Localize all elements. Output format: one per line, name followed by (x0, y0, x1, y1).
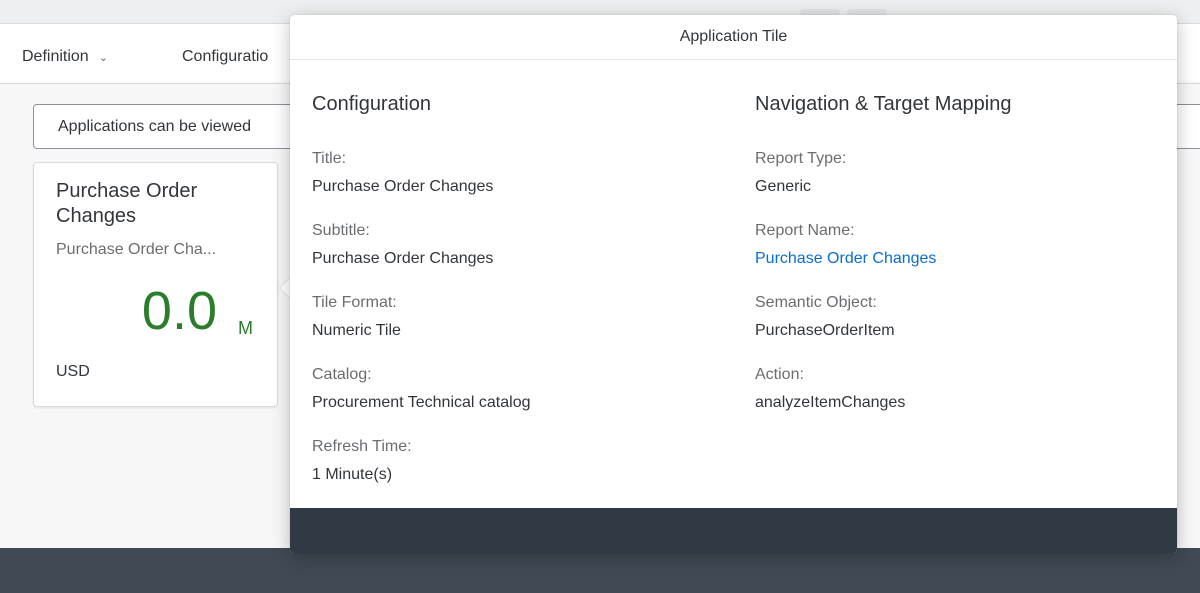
field-value-title: Purchase Order Changes (312, 178, 494, 195)
field-label-tile-format: Tile Format: (312, 294, 397, 311)
popover-header: Application Tile (290, 15, 1177, 60)
field-value-subtitle: Purchase Order Changes (312, 250, 494, 267)
tile-title: Purchase Order Changes (56, 180, 198, 227)
field-value-report-type: Generic (755, 178, 812, 195)
chevron-down-icon: ⌄ (98, 51, 108, 64)
info-message-text: Applications can be viewed (58, 118, 252, 135)
field-label-title: Title: (312, 150, 347, 167)
section-title-navigation: Navigation & Target Mapping (755, 93, 1012, 115)
field-value-refresh-time: 1 Minute(s) (312, 466, 393, 483)
field-label-refresh-time: Refresh Time: (312, 438, 412, 455)
tab-label: Configuratio (182, 48, 269, 65)
section-title-configuration: Configuration (312, 93, 431, 115)
field-label-subtitle: Subtitle: (312, 222, 370, 239)
field-value-catalog: Procurement Technical catalog (312, 394, 531, 411)
tab-configuration[interactable]: Configuratio (182, 48, 268, 66)
field-label-report-type: Report Type: (755, 150, 847, 167)
tab-label: Definition (22, 48, 89, 65)
application-tile[interactable]: Purchase Order Changes Purchase Order Ch… (33, 162, 278, 407)
field-value-tile-format: Numeric Tile (312, 322, 401, 339)
footer-bar (0, 548, 1200, 593)
popover-footer (290, 508, 1177, 553)
tile-kpi-value: 0.0 (141, 281, 217, 341)
tile-subtitle: Purchase Order Cha... (56, 241, 217, 258)
application-tile-popover: Application Tile Configuration Title: Pu… (290, 15, 1177, 553)
field-label-semantic-object: Semantic Object: (755, 294, 877, 311)
field-label-catalog: Catalog: (312, 366, 372, 383)
report-name-link[interactable]: Purchase Order Changes (755, 250, 937, 267)
field-label-report-name: Report Name: (755, 222, 855, 239)
field-value-action: analyzeItemChanges (755, 394, 906, 411)
tile-kpi-scale: M (238, 318, 253, 338)
popover-title: Application Tile (679, 28, 788, 45)
tile-footer: USD (56, 363, 90, 380)
popover-arrow (280, 277, 291, 299)
tab-definition[interactable]: Definition ⌄ (22, 48, 108, 66)
field-label-action: Action: (755, 366, 804, 383)
field-value-semantic-object: PurchaseOrderItem (755, 322, 895, 339)
